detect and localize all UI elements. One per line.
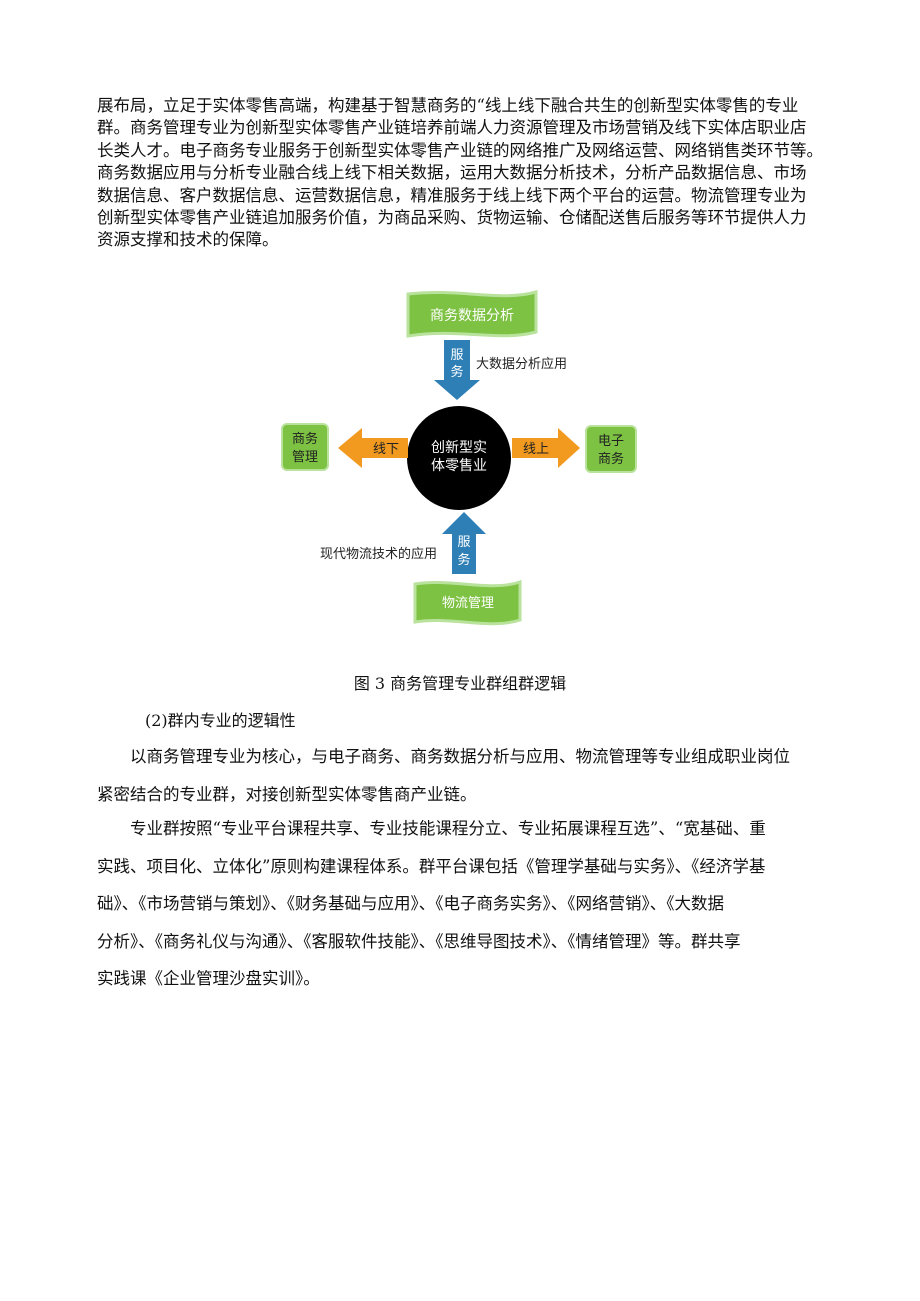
right-box-label-line2: 商务 bbox=[598, 451, 624, 467]
intro-line: 长类人才。电子商务专业服务于创新型实体零售产业链的网络推广及网络运营、网络销售类… bbox=[97, 140, 823, 160]
intro-paragraph: 展布局，立足于实体零售高端，构建基于智慧商务的“线上线下融合共生的创新型实体零售… bbox=[97, 95, 839, 252]
top-arrow-side-label: 大数据分析应用 bbox=[476, 356, 567, 372]
intro-line: 群。商务管理专业为创新型实体零售产业链培养前端人力资源管理及市场营销及线下实体店… bbox=[97, 118, 807, 138]
top-box-label: 商务数据分析 bbox=[430, 308, 514, 324]
center-label-line1: 创新型实 bbox=[431, 440, 487, 456]
intro-line: 创新型实体零售产业链追加服务价值，为商品采购、货物运输、仓储配送售后服务等环节提… bbox=[97, 208, 807, 228]
intro-line: 数据信息、客户数据信息、运营数据信息，精准服务于线上线下两个平台的运营。物流管理… bbox=[97, 185, 807, 205]
paragraph-curriculum: 专业群按照“专业平台课程共享、专业技能课程分立、专业拓展课程互选”、“宽基础、重… bbox=[97, 810, 842, 998]
paragraph-line: 实践课《企业管理沙盘实训》。 bbox=[97, 969, 320, 988]
left-arrow: 线下 bbox=[338, 428, 408, 468]
right-box-label-line1: 电子 bbox=[598, 434, 624, 449]
paragraph-logic: 以商务管理专业为核心，与电子商务、商务数据分析与应用、物流管理等专业组成职业岗位… bbox=[97, 738, 842, 813]
bottom-arrow-label-2: 务 bbox=[457, 552, 470, 568]
paragraph-line: 实践、项目化、立体化”原则构建课程体系。群平台课包括《管理学基础与实务》、《经济… bbox=[97, 856, 766, 876]
left-box-business-management: 商务 管理 bbox=[281, 423, 329, 471]
top-arrow: 服 务 大数据分析应用 bbox=[434, 340, 567, 400]
right-arrow-label: 线上 bbox=[523, 442, 549, 457]
left-box-label-line1: 商务 bbox=[292, 431, 318, 447]
intro-line: 资源支撑和技术的保障。 bbox=[97, 230, 279, 250]
bottom-arrow-label-1: 服 bbox=[457, 535, 470, 550]
intro-line: 展布局，立足于实体零售高端，构建基于智慧商务的“线上线下融合共生的创新型实体零售… bbox=[97, 96, 799, 115]
paragraph-line: 紧密结合的专业群，对接创新型实体零售商产业链。 bbox=[97, 784, 477, 804]
paragraph-line: 专业群按照“专业平台课程共享、专业技能课程分立、专业拓展课程互选”、“宽基础、重 bbox=[130, 819, 766, 838]
top-arrow-label-2: 务 bbox=[450, 364, 463, 380]
left-arrow-label: 线下 bbox=[373, 442, 399, 457]
bottom-box-label: 物流管理 bbox=[442, 596, 494, 611]
paragraph-line: 以商务管理专业为核心，与电子商务、商务数据分析与应用、物流管理等专业组成职业岗位 bbox=[130, 747, 790, 766]
right-arrow: 线上 bbox=[512, 428, 580, 468]
top-box-business-data-analysis: 商务数据分析 bbox=[406, 290, 538, 338]
center-label-line2: 体零售业 bbox=[431, 458, 487, 474]
paragraph-line: 础》、《市场营销与策划》、《财务基础与应用》、《电子商务实务》、《网络营销》、《… bbox=[97, 894, 724, 913]
section-subheading: (2)群内专业的逻辑性 bbox=[145, 711, 296, 730]
left-box-label-line2: 管理 bbox=[292, 450, 318, 465]
professional-group-diagram: 商务数据分析 服 务 大数据分析应用 创新型实 体零售业 线下 商务 管理 bbox=[270, 288, 650, 628]
right-box-e-commerce: 电子 商务 bbox=[585, 425, 637, 473]
intro-line: 商务数据应用与分析专业融合线上线下相关数据，运用大数据分析技术，分析产品数据信息… bbox=[97, 163, 807, 183]
figure-caption: 图 3 商务管理专业群组群逻辑 bbox=[353, 674, 567, 693]
bottom-arrow: 服 务 现代物流技术的应用 bbox=[320, 512, 486, 574]
top-arrow-label-1: 服 bbox=[450, 348, 463, 363]
paragraph-line: 分析》、《商务礼仪与沟通》、《客服软件技能》、《思维导图技术》、《情绪管理》等。… bbox=[97, 931, 741, 951]
center-circle: 创新型实 体零售业 bbox=[407, 406, 511, 510]
bottom-box-logistics-management: 物流管理 bbox=[413, 579, 522, 626]
bottom-arrow-side-label: 现代物流技术的应用 bbox=[320, 546, 437, 562]
